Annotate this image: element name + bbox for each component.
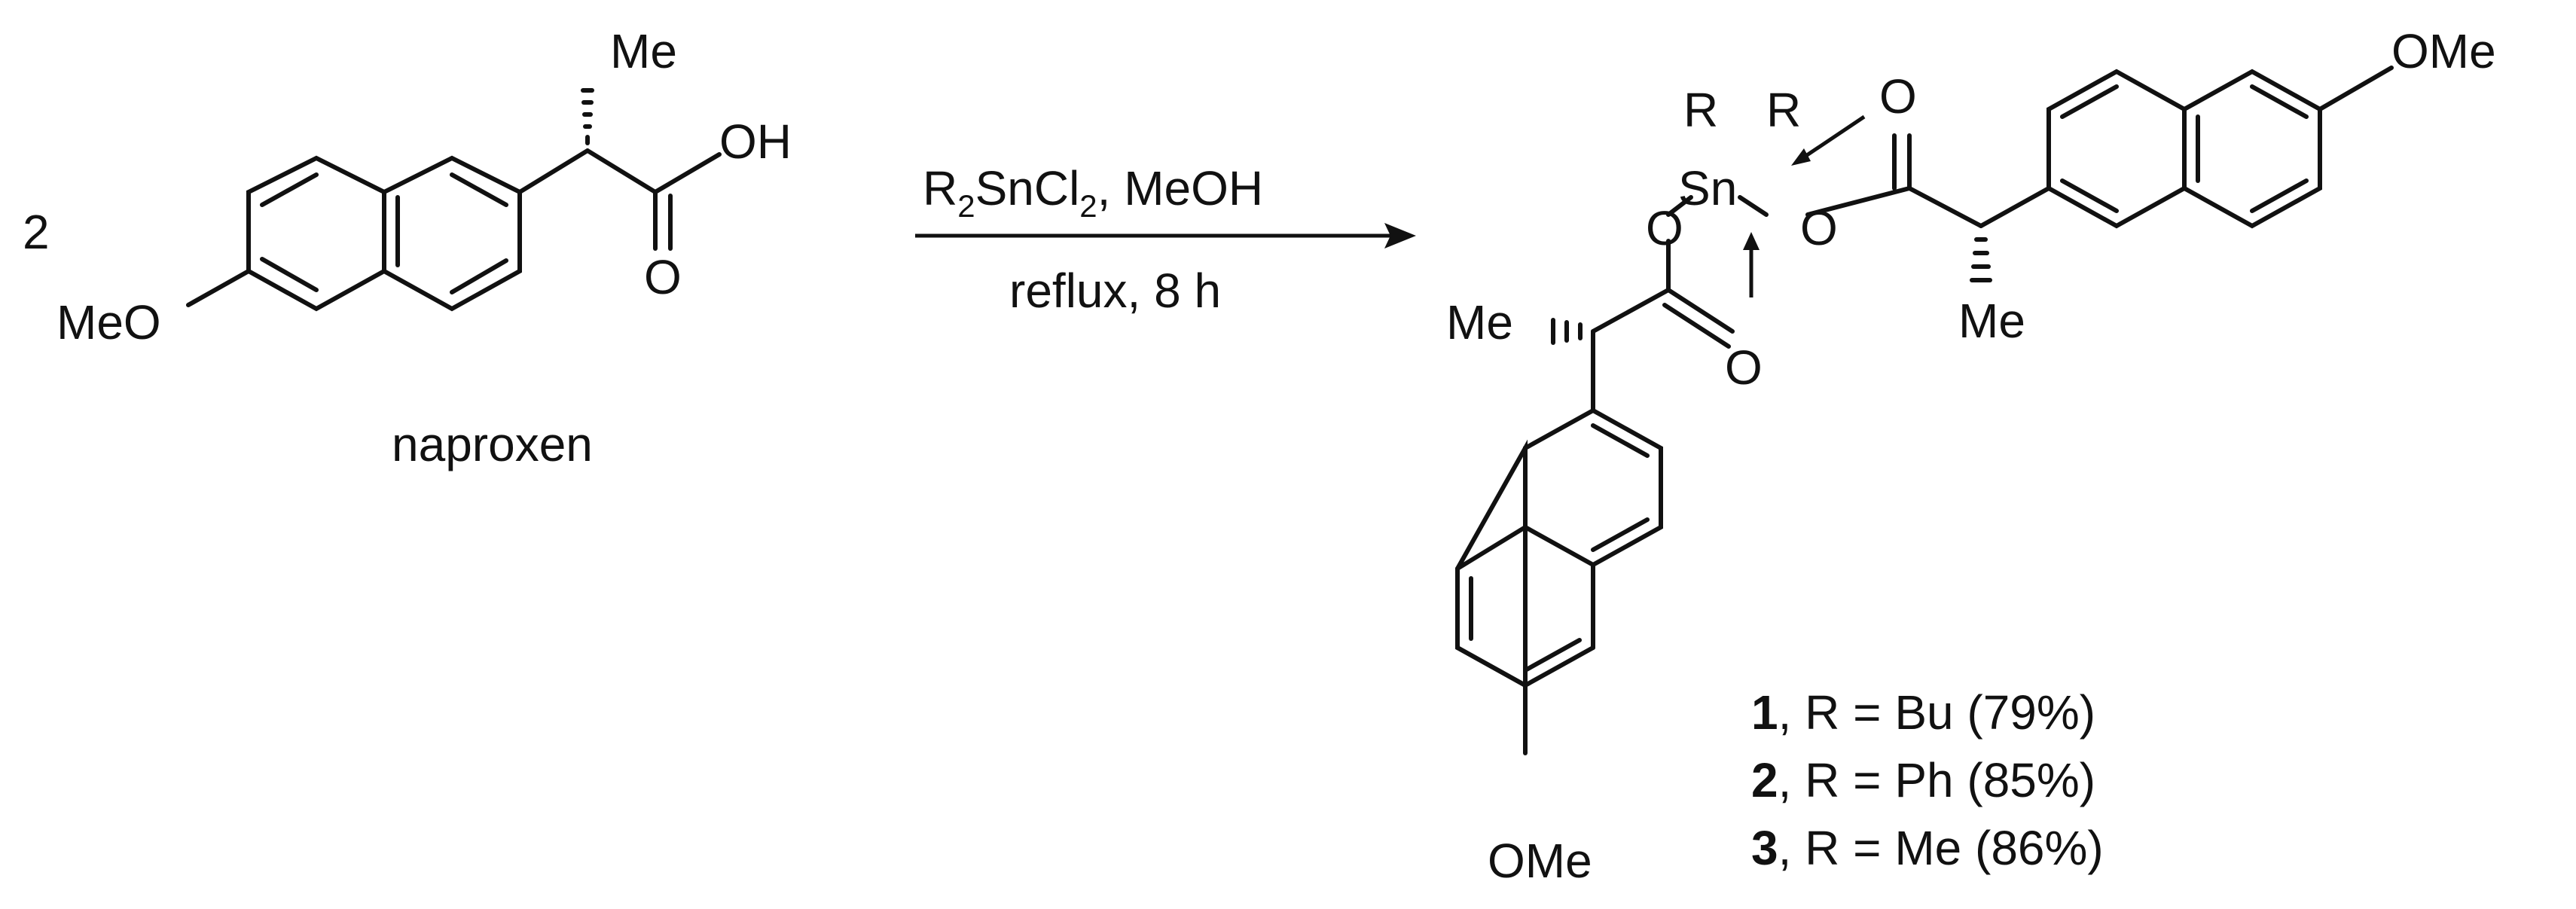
conditions-reagent: R2SnCl2, MeOH xyxy=(923,161,1263,224)
naproxen-carbonyl-o: O xyxy=(644,250,682,304)
conditions-time: reflux, 8 h xyxy=(1009,264,1221,318)
product-sn: Sn xyxy=(1678,161,1737,215)
product-structure xyxy=(1455,66,2394,755)
naproxen-oh: OH xyxy=(719,114,792,169)
reaction-arrow xyxy=(915,223,1416,249)
product-me-left: Me xyxy=(1446,295,1513,349)
result-3: 3, R = Me (86%) xyxy=(1751,821,2104,875)
product-r-left: R xyxy=(1683,83,1718,137)
product-o-right: O xyxy=(1800,201,1838,255)
result-1: 1, R = Bu (79%) xyxy=(1751,685,2095,740)
naproxen-me: Me xyxy=(610,24,677,78)
naproxen-label: naproxen xyxy=(392,417,593,471)
result-2: 2, R = Ph (85%) xyxy=(1751,753,2095,807)
naproxen-structure xyxy=(186,88,722,312)
naproxen-meo: MeO xyxy=(56,295,161,349)
product-o-left: O xyxy=(1646,201,1683,255)
product-carbonyl-o-top: O xyxy=(1879,69,1917,124)
product-r-right: R xyxy=(1766,83,1801,137)
product-carbonyl-o-bottom: O xyxy=(1725,340,1763,395)
product-me-right: Me xyxy=(1958,294,2025,348)
stoichiometry-2: 2 xyxy=(23,205,50,259)
product-ome-bottom: OMe xyxy=(1488,834,1592,888)
product-ome-top: OMe xyxy=(2391,24,2496,78)
